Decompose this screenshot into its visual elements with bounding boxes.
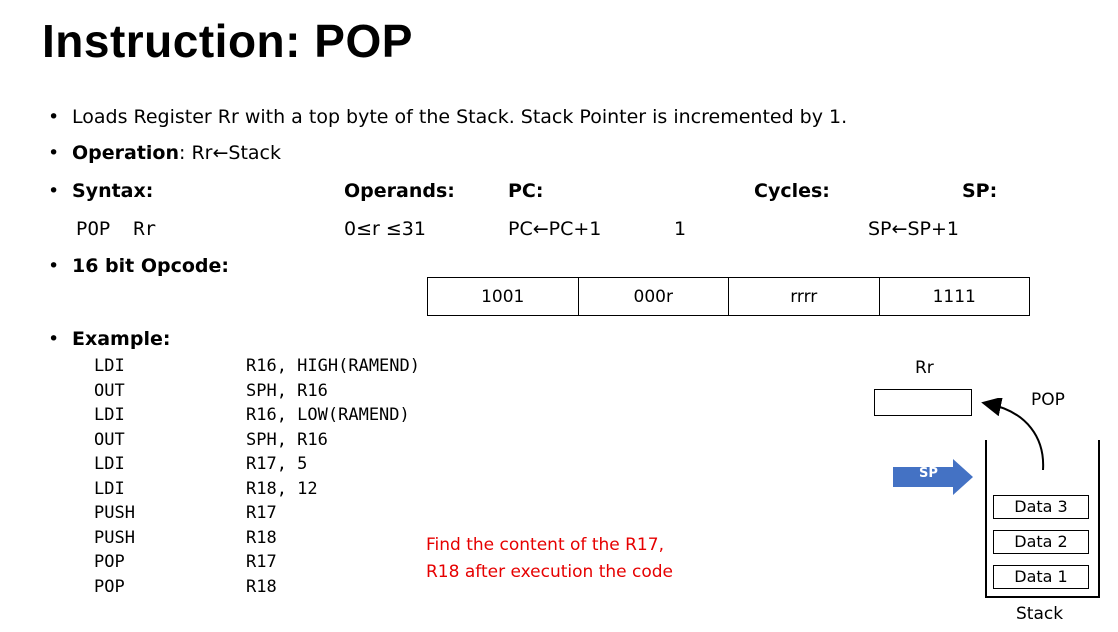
code-operands: R18, 12 bbox=[246, 478, 318, 499]
example-bullet: • Example: bbox=[48, 328, 170, 350]
pop-label: POP bbox=[1031, 390, 1065, 410]
code-operands: SPH, R16 bbox=[246, 429, 328, 450]
code-operands: R17 bbox=[246, 503, 277, 523]
syntax-label: Syntax: bbox=[72, 180, 154, 202]
syntax-bullet: • Syntax: bbox=[48, 180, 153, 202]
opcode-bullet: • 16 bit Opcode: bbox=[48, 255, 229, 277]
sp-value: SP←SP+1 bbox=[868, 218, 959, 240]
description-bullet: • Loads Register Rr with a top byte of th… bbox=[48, 106, 847, 128]
bullet-dot: • bbox=[48, 180, 60, 202]
bullet-dot: • bbox=[48, 142, 60, 164]
code-opcode: LDI bbox=[94, 356, 125, 376]
opcode-label: 16 bit Opcode: bbox=[72, 255, 230, 277]
opcode-table: 1001 000r rrrr 1111 bbox=[427, 277, 1030, 316]
page-title: Instruction: POP bbox=[42, 15, 413, 67]
opcode-cell: 000r bbox=[577, 277, 729, 316]
opcode-row: 1001 000r rrrr 1111 bbox=[427, 277, 1030, 316]
stack-container bbox=[985, 440, 1100, 598]
stack-item: Data 1 bbox=[993, 565, 1089, 589]
stack-item: Data 3 bbox=[993, 495, 1089, 519]
cycles-header: Cycles: bbox=[754, 180, 830, 202]
cycles-value: 1 bbox=[674, 218, 687, 240]
operation-bullet: • Operation: Rr←Stack bbox=[48, 142, 281, 164]
question-line: Find the content of the R17, bbox=[426, 535, 664, 555]
code-operands: R18 bbox=[246, 576, 277, 597]
sp-pointer-icon bbox=[893, 459, 973, 495]
operation-value: : Rr←Stack bbox=[179, 142, 281, 164]
code-opcode: LDI bbox=[94, 405, 125, 425]
operands-value: 0≤r ≤31 bbox=[344, 218, 426, 240]
register-label: Rr bbox=[915, 358, 934, 378]
code-opcode: PUSH bbox=[94, 503, 135, 523]
question-text: Find the content of the R17, R18 after e… bbox=[426, 532, 673, 586]
example-label: Example: bbox=[72, 328, 171, 350]
operation-label: Operation bbox=[72, 142, 180, 164]
register-box bbox=[874, 389, 972, 416]
bullet-dot: • bbox=[48, 328, 60, 350]
sp-label: SP bbox=[919, 466, 938, 481]
stack-item: Data 2 bbox=[993, 530, 1089, 554]
code-opcode: LDI bbox=[94, 478, 125, 499]
stack-label: Stack bbox=[1016, 604, 1064, 624]
description-text: Loads Register Rr with a top byte of the… bbox=[72, 106, 848, 128]
code-operands: R16, LOW(RAMEND) bbox=[246, 405, 410, 425]
sp-header: SP: bbox=[962, 180, 998, 202]
code-operands: SPH, R16 bbox=[246, 380, 328, 401]
syntax-value: POP Rr bbox=[76, 218, 157, 240]
bullet-dot: • bbox=[48, 106, 60, 128]
pop-arrow-icon bbox=[981, 398, 1045, 471]
opcode-cell: 1001 bbox=[427, 277, 579, 316]
pc-value: PC←PC+1 bbox=[508, 218, 602, 240]
operands-header: Operands: bbox=[344, 180, 455, 202]
code-operands: R17 bbox=[246, 552, 277, 572]
code-operands: R18 bbox=[246, 527, 277, 548]
code-opcode: PUSH bbox=[94, 527, 135, 548]
opcode-cell: rrrr bbox=[728, 277, 880, 316]
code-opcode: LDI bbox=[94, 454, 125, 474]
code-opcode: OUT bbox=[94, 429, 125, 450]
question-line: R18 after execution the code bbox=[426, 562, 674, 582]
code-opcode: OUT bbox=[94, 380, 125, 401]
bullet-dot: • bbox=[48, 255, 60, 277]
opcode-cell: 1111 bbox=[878, 277, 1030, 316]
code-opcode: POP bbox=[94, 576, 125, 597]
code-operands: R17, 5 bbox=[246, 454, 308, 474]
pc-header: PC: bbox=[508, 180, 544, 202]
code-opcode: POP bbox=[94, 552, 125, 572]
code-operands: R16, HIGH(RAMEND) bbox=[246, 356, 420, 376]
